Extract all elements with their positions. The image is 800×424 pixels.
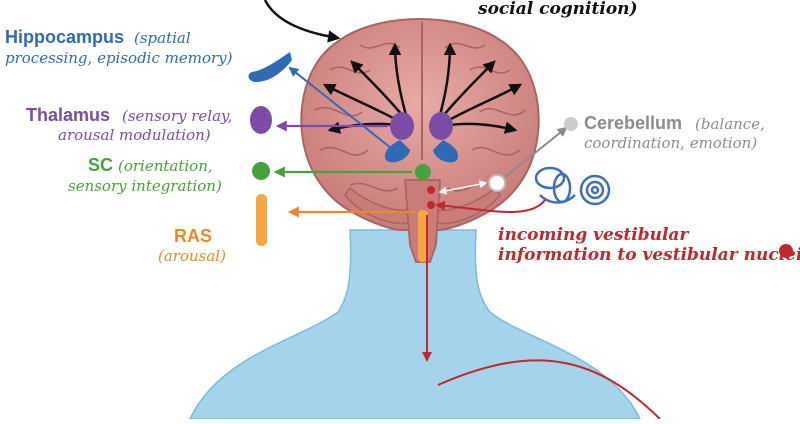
cerebellum-icon — [564, 117, 578, 131]
hippocampus-icon — [248, 52, 292, 82]
cerebellum-desc-1: (balance, — [695, 115, 765, 133]
hippocampus-right-structure — [433, 140, 459, 163]
sc-icon — [252, 162, 270, 180]
thalamus-left-structure — [390, 112, 414, 140]
top-caption: social cognition) — [477, 0, 638, 19]
hippocampus-arrow — [288, 66, 397, 153]
hippocampus-left-structure — [384, 140, 410, 163]
hippocampus-name: Hippocampus — [5, 27, 124, 47]
sc-desc-2: sensory integration) — [68, 177, 222, 195]
thalamus-name: Thalamus — [26, 105, 110, 125]
thalamus-icon — [250, 106, 272, 134]
thalamus-desc-2: arousal modulation) — [58, 126, 211, 144]
sc-name: SC — [88, 155, 113, 175]
ras-desc-1: (arousal) — [158, 247, 226, 265]
hippocampus-desc-1: (spatial — [134, 29, 191, 47]
descending-output-arrow — [437, 359, 661, 420]
cerebellum-name: Cerebellum — [584, 113, 682, 133]
nuclei-cerebellum-link — [438, 180, 488, 195]
hippocampus-desc-2: processing, episodic memory) — [5, 49, 233, 67]
ras-structure — [418, 210, 428, 262]
ras-icon — [256, 194, 267, 246]
vestibular-input-arrow — [435, 199, 546, 213]
cerebellum-desc-2: coordination, emotion) — [584, 134, 757, 152]
vestibular-nucleus-dot — [427, 201, 435, 209]
ras-name: RAS — [174, 226, 212, 246]
cerebellum-arrow — [504, 126, 568, 178]
thalamus-desc-1: (sensory relay, — [122, 107, 232, 125]
vestibular-nucleus-dot — [427, 186, 435, 194]
vestibular-line-2: information to vestibular nuclei — [498, 245, 800, 265]
sc-structure — [415, 164, 431, 180]
vestibular-nuclei-icon — [779, 244, 793, 258]
thalamus-right-structure — [429, 112, 453, 140]
inner-ear-icon — [534, 166, 611, 206]
cerebellum-node — [488, 174, 506, 192]
sc-desc-1: (orientation, — [118, 157, 213, 175]
vestibular-line-1: incoming vestibular — [498, 225, 689, 245]
